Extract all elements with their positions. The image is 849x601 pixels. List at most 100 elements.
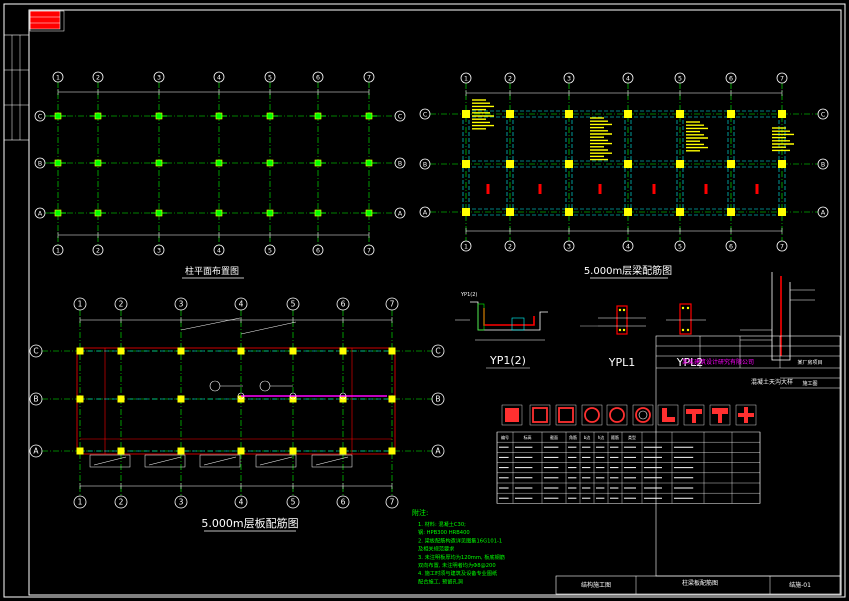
project-name: 某厂房项目 [797,359,822,366]
rebar-mark [755,184,759,194]
axis-bubble [563,240,575,252]
column [76,395,84,403]
axis-label: 1 [56,74,60,81]
column [462,110,470,118]
axis-bubble [419,206,431,218]
axis-bubble [52,71,64,83]
axis-bubble [29,344,43,358]
canopy-strip [311,454,353,468]
axis-bubble [336,297,350,311]
section-frame [501,404,523,426]
column [388,447,396,455]
axis-label: B [435,395,440,404]
axis-bubble [776,240,788,252]
column [727,110,735,118]
axis-label: 7 [780,75,784,82]
inner-border [28,9,842,596]
column [54,159,62,167]
axis-bubble [73,495,87,509]
axis-bubble [312,244,324,256]
axis-label: 3 [157,74,161,81]
rebar-mark [538,184,542,194]
axis-bubble [153,71,165,83]
axis-bubble [394,207,406,219]
section-frame [657,404,679,426]
revision-stamp [29,10,61,30]
stage-label: 施工图 [802,380,817,387]
axis-label: 5 [678,243,682,250]
column [506,110,514,118]
axis-bubble [213,71,225,83]
sheet-title: 柱梁板配筋图 [682,579,718,587]
axis-bubble [114,297,128,311]
axis-bubble [725,240,737,252]
axis-bubble [29,444,43,458]
axis-label: A [435,447,441,456]
section-square [505,408,519,422]
axis-label: 6 [341,498,346,507]
axis-label: 2 [96,247,100,254]
company-name: 某某建筑设计研究有限公司 [682,358,754,366]
column [462,208,470,216]
column [155,209,163,217]
section-frame [606,404,628,426]
section-frame [683,404,705,426]
axis-label: 1 [78,498,83,507]
axis-bubble [622,240,634,252]
axis-label: 5 [268,247,272,254]
axis-bubble [563,72,575,84]
section-frame [709,404,731,426]
note-line: 3. 未注明板厚均为120mm, 板底钢筋 [418,553,505,561]
axis-label: 2 [508,75,512,82]
canopy-hatch [315,456,349,466]
column [778,160,786,168]
section-frame [529,404,551,426]
axis-bubble [73,297,87,311]
axis-bubble [286,297,300,311]
rebar-marker [237,392,245,400]
column [388,395,396,403]
axis-label: 2 [508,243,512,250]
canopy-hatch [148,456,182,466]
axis-bubble [213,244,225,256]
column [155,112,163,120]
column [565,160,573,168]
binding-strip [3,34,30,141]
notes-heading: 附注: [412,508,428,517]
axis-label: B [398,160,402,167]
column [506,160,514,168]
column [314,159,322,167]
canopy-strip [89,454,131,468]
slab-callout [209,380,221,392]
table-header-cell: b边 [584,434,591,440]
table-header-cell: 角筋 [569,434,577,440]
rebar-mark [486,184,490,194]
detail-ypl2-title: YPL2 [676,356,703,369]
axis-bubble [504,240,516,252]
detail-yp1: YP1(2) YP1(2) [455,292,548,369]
column [339,447,347,455]
section-t-shape [686,409,702,423]
section-frame [735,404,757,426]
axis-label: 2 [119,300,124,309]
axis-label: C [435,347,440,356]
axis-bubble [92,244,104,256]
column [215,159,223,167]
axis-label: 7 [367,247,371,254]
column [565,208,573,216]
axis-bubble [394,110,406,122]
column [177,447,185,455]
column [215,112,223,120]
column [76,447,84,455]
section-l-shape [662,408,675,422]
axis-bubble [431,344,445,358]
note-line: 钢: HPB300 HRB400 [418,528,470,536]
note-line: 1. 材料: 混凝土C30; [418,520,466,528]
axis-bubble [29,392,43,406]
column [727,160,735,168]
axis-label: 5 [291,498,296,507]
detail-gutter-title: 混凝土天沟大样 [751,378,793,386]
axis-bubble [34,157,46,169]
